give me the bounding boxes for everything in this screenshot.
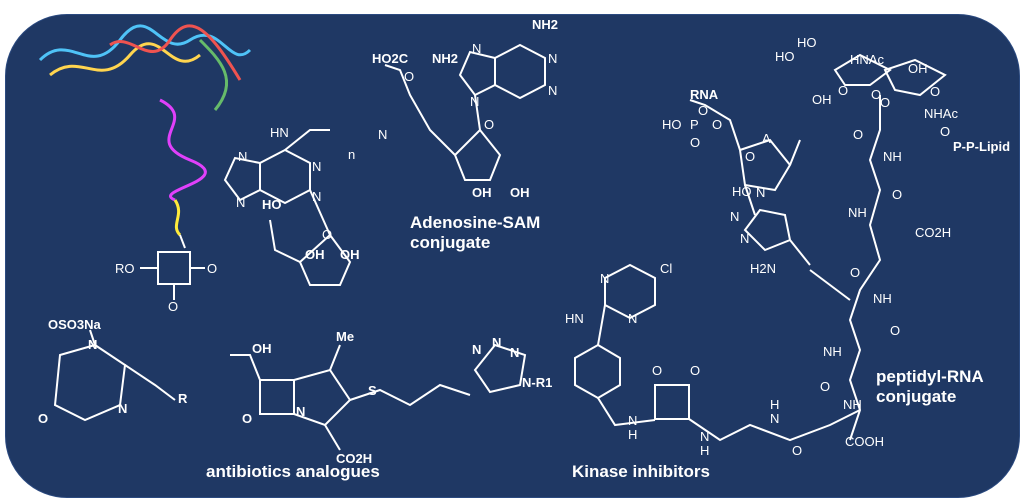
atom-label: OH <box>510 185 530 200</box>
atom-label: HO <box>797 35 817 50</box>
atom-label: O <box>38 411 49 426</box>
atom-label: N <box>628 311 638 326</box>
atom-label: O <box>838 83 849 98</box>
label-line: Adenosine-SAM <box>410 213 541 232</box>
atom-label: O <box>792 443 803 458</box>
atom-label: n <box>348 147 356 162</box>
atom-label: N <box>312 189 322 204</box>
atom-label: N <box>312 159 322 174</box>
atom-label: OH <box>908 61 928 76</box>
atom-label: OH <box>812 92 832 107</box>
atom-label: N <box>600 271 610 286</box>
atom-label: NH <box>848 205 867 220</box>
atom-label: O <box>892 187 903 202</box>
atom-label: N <box>740 231 750 246</box>
atom-label: NHAc <box>924 106 958 121</box>
atom-label: O <box>745 149 756 164</box>
atom-label: N <box>770 411 780 426</box>
atom-label: N <box>492 335 502 350</box>
atom-label: O <box>652 363 663 378</box>
atom-label: O <box>853 127 864 142</box>
atom-label: N <box>88 337 98 352</box>
atom-label: HO <box>662 117 682 132</box>
label-line: conjugate <box>876 386 957 406</box>
atom-label: HO <box>775 49 795 64</box>
atom-label: N <box>236 195 246 210</box>
atom-label: CO2H <box>336 451 373 466</box>
atom-label: O <box>322 227 333 242</box>
atom-label: H2N <box>750 261 777 276</box>
atom-label: N <box>548 51 558 66</box>
atom-label: N <box>470 94 480 109</box>
atom-label: N <box>700 429 710 444</box>
atom-label: HO2C <box>372 51 409 66</box>
atom-label: O <box>207 261 218 276</box>
atom-label: NH <box>843 397 862 412</box>
atom-label: NH2 <box>532 17 559 32</box>
atom-label: O <box>820 379 831 394</box>
atom-label: O <box>242 411 253 426</box>
atom-label: O <box>484 117 495 132</box>
atom-label: O <box>690 363 701 378</box>
atom-label: H <box>628 427 638 442</box>
atom-label: N <box>628 413 638 428</box>
atom-label: N <box>756 185 766 200</box>
atom-label: RNA <box>690 87 719 102</box>
atom-label: HO <box>262 197 282 212</box>
atom-label: P-P-Lipid <box>953 139 1011 154</box>
atom-label: O <box>871 87 882 102</box>
atom-label: O <box>690 135 701 150</box>
atom-label: N-R1 <box>522 375 553 390</box>
atom-label: O <box>940 124 951 139</box>
atom-label: H <box>700 443 710 458</box>
atom-label: O <box>880 95 891 110</box>
atom-label: N <box>378 127 388 142</box>
atom-label: O <box>712 117 723 132</box>
atom-label: N <box>548 83 558 98</box>
atom-label: O <box>698 103 709 118</box>
atom-label: R <box>178 391 188 406</box>
atom-label: O <box>404 69 415 84</box>
atom-label: O <box>168 299 179 314</box>
atom-label: O <box>930 84 941 99</box>
atom-label: N <box>510 345 520 360</box>
atom-label: COOH <box>845 434 884 449</box>
atom-label: HN <box>565 311 584 326</box>
trna-structure-icon <box>38 24 252 237</box>
atom-label: P <box>690 117 699 132</box>
atom-label: NH <box>823 344 842 359</box>
peptidyl-rna-label: peptidyl-RNA conjugate <box>876 367 984 406</box>
atom-label: NH2 <box>432 51 459 66</box>
atom-label: OH <box>252 341 272 356</box>
atom-label: S <box>368 383 377 398</box>
atom-label: N <box>238 149 248 164</box>
atom-label: O <box>850 265 861 280</box>
antibiotics-label: antibiotics analogues <box>206 462 380 481</box>
kinase-inhibitors-label: Kinase inhibitors <box>572 462 710 481</box>
label-line: peptidyl-RNA <box>876 367 984 386</box>
atom-label: Cl <box>660 261 673 276</box>
atom-label: N <box>296 404 306 419</box>
atom-label: A <box>762 131 771 146</box>
atom-label: Me <box>336 329 355 344</box>
atom-label: H <box>770 397 780 412</box>
atom-label: NH <box>883 149 902 164</box>
atom-label: O <box>890 323 901 338</box>
atom-label: HO <box>732 184 752 199</box>
atom-label: HNAc <box>850 52 884 67</box>
atom-label: N <box>472 342 482 357</box>
label-line: conjugate <box>410 232 491 252</box>
atom-label: CO2H <box>915 225 952 240</box>
atom-label: RO <box>115 261 135 276</box>
atom-label: N <box>730 209 740 224</box>
atom-label: OSO3Na <box>48 317 101 332</box>
atom-label: N <box>118 401 128 416</box>
atom-label: NH <box>873 291 892 306</box>
atom-label: HN <box>270 125 289 140</box>
atom-label: OH <box>472 185 492 200</box>
atom-label: OH <box>305 247 325 262</box>
atom-label: N <box>472 41 482 56</box>
adenosine-sam-label: Adenosine-SAM conjugate <box>410 213 540 252</box>
atom-label: OH <box>340 247 360 262</box>
